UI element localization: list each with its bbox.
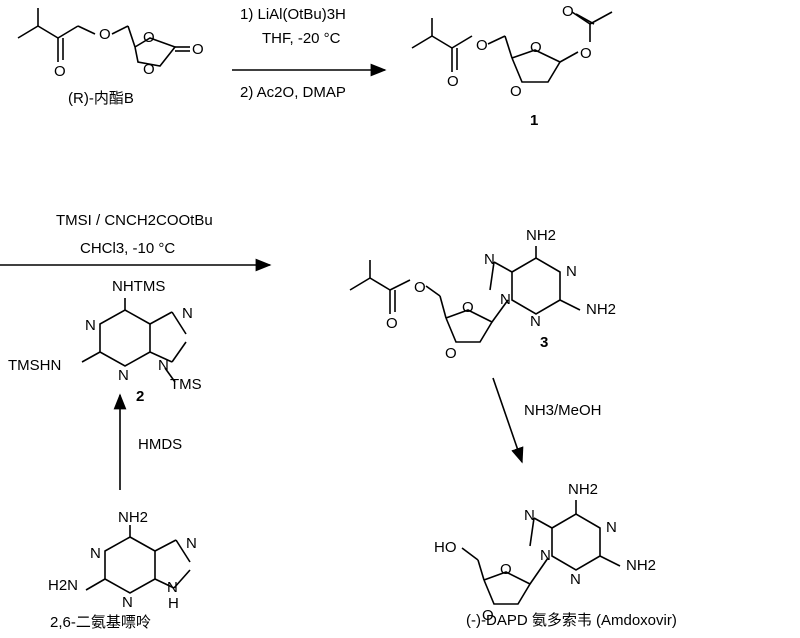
atom-o: O xyxy=(500,561,512,578)
atom-o: O xyxy=(143,29,155,46)
atom-o: O xyxy=(580,45,592,62)
atom-n: N xyxy=(530,313,541,330)
compound-1-structure: O O O O O O xyxy=(411,3,613,100)
atom-ho: HO xyxy=(434,539,457,556)
atom-nh2: NH2 xyxy=(526,227,556,244)
compound-2-nhtms: NHTMS xyxy=(112,278,166,295)
hmds-reagent: HMDS xyxy=(138,436,183,453)
atom-o: O xyxy=(414,279,426,296)
atom-nh2: NH2 xyxy=(626,557,656,574)
compound-3-number: 3 xyxy=(540,334,549,351)
atom-h2n: H2N xyxy=(48,577,78,594)
atom-n: N xyxy=(566,263,577,280)
dapd-structure: HO O O N N N N NH2 NH2 xyxy=(434,481,656,624)
atom-o: O xyxy=(54,63,66,80)
atom-nh2: NH2 xyxy=(118,509,148,526)
step1-condition-2: 2) Ac2O, DMAP xyxy=(240,84,346,101)
atom-o: O xyxy=(386,315,398,332)
atom-o: O xyxy=(530,39,542,56)
atom-h: H xyxy=(168,595,179,612)
reaction-arrow-deprotect xyxy=(492,377,524,464)
atom-n: N xyxy=(118,367,129,384)
product-label: (-)-DAPD 氨多索韦 (Amdoxovir) xyxy=(466,612,677,629)
atom-o: O xyxy=(447,73,459,90)
atom-n: N xyxy=(158,357,169,374)
step2-reagent: TMSI / CNCH2COOtBu xyxy=(56,212,213,229)
atom-o: O xyxy=(462,299,474,316)
atom-n: N xyxy=(90,545,101,562)
atom-n: N xyxy=(606,519,617,536)
atom-n: N xyxy=(540,547,551,564)
atom-o: O xyxy=(192,41,204,58)
atom-n: N xyxy=(484,251,495,268)
compound-2-tms: TMS xyxy=(170,376,202,393)
atom-n: N xyxy=(500,291,511,308)
deprotect-reagent: NH3/MeOH xyxy=(524,402,602,419)
compound-1-number: 1 xyxy=(530,112,539,129)
compound-2-tmshn: TMSHN xyxy=(8,357,62,374)
atom-n: N xyxy=(570,571,581,588)
step1-condition-1: 1) LiAl(OtBu)3H xyxy=(240,6,346,23)
atom-n: N xyxy=(524,507,535,524)
atom-nh2: NH2 xyxy=(568,481,598,498)
atom-o: O xyxy=(445,345,457,362)
step2-condition: CHCl3, -10 °C xyxy=(80,240,176,257)
atom-o: O xyxy=(476,37,488,54)
atom-o: O xyxy=(143,61,155,78)
diaminopurine-structure: N N N N H H2N NH2 xyxy=(48,509,197,612)
atom-o: O xyxy=(99,26,111,43)
compound-3-structure: O O O O N N N N NH2 NH2 xyxy=(349,227,616,362)
compound-2-structure: N N N N xyxy=(81,298,193,384)
atom-o: O xyxy=(482,607,494,624)
atom-n: N xyxy=(182,305,193,322)
atom-n: N xyxy=(85,317,96,334)
atom-o: O xyxy=(562,3,574,20)
lactone-b-label: (R)-内酯B xyxy=(68,90,134,107)
atom-n: N xyxy=(122,594,133,611)
diaminopurine-label: 2,6-二氨基嘌呤 xyxy=(50,614,151,631)
atom-n: N xyxy=(167,579,178,596)
atom-n: N xyxy=(186,535,197,552)
compound-2-number: 2 xyxy=(136,388,145,405)
atom-nh2: NH2 xyxy=(586,301,616,318)
step1-condition-1b: THF, -20 °C xyxy=(262,30,341,47)
lactone-b-structure: O O O O O xyxy=(17,8,204,80)
atom-o: O xyxy=(510,83,522,100)
